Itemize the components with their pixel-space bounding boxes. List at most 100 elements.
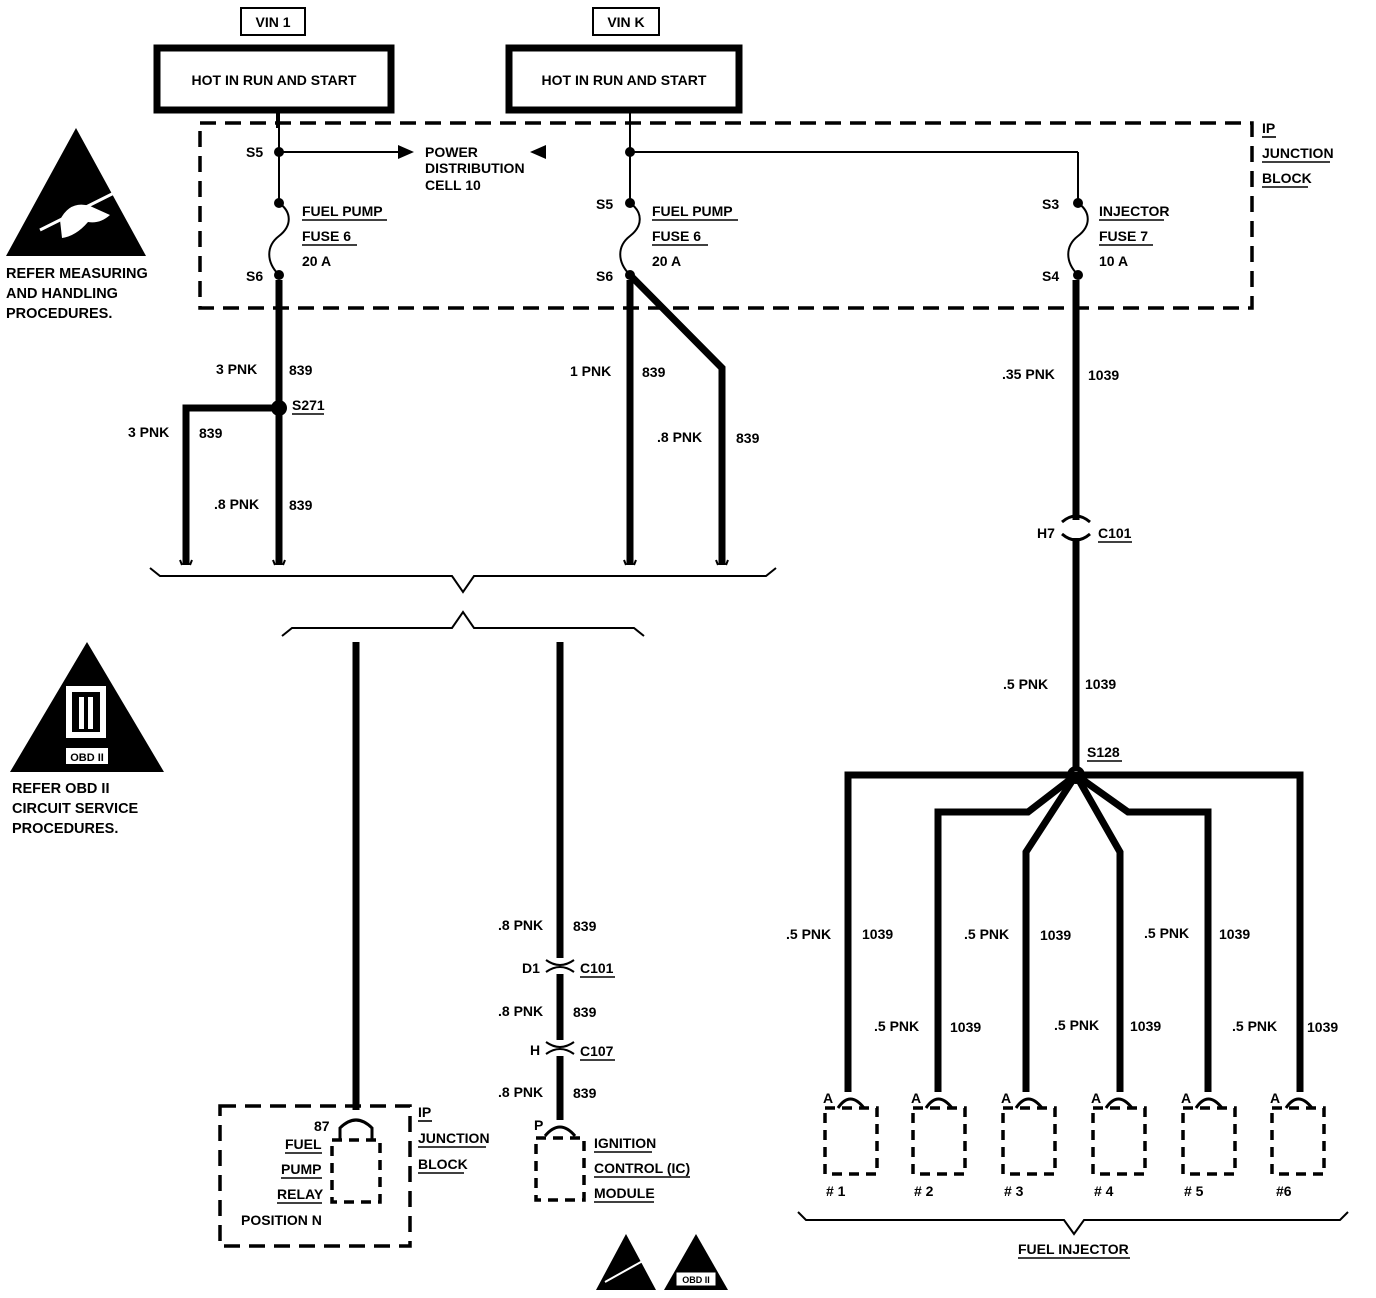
svg-text:RELAY: RELAY [277, 1186, 324, 1202]
svg-text:POSITION N: POSITION N [241, 1212, 322, 1228]
harness-bracket-lower [281, 610, 645, 637]
obd-ii-note: REFER OBD II CIRCUIT SERVICE PROCEDURES. [12, 781, 139, 837]
svg-text:3 PNK: 3 PNK [216, 361, 257, 377]
svg-text:1039: 1039 [950, 1019, 981, 1035]
relay-pin-87: 87 [314, 1118, 330, 1134]
svg-text:# 1: # 1 [826, 1183, 846, 1199]
obd-ii-warning-icon: OBD II [10, 642, 164, 772]
svg-text:# 4: # 4 [1094, 1183, 1114, 1199]
wire-to-icm: .8 PNK 839 D1 C101 .8 PNK 839 H C107 .8 … [498, 642, 615, 1120]
svg-text:A: A [911, 1090, 921, 1106]
svg-text:.8 PNK: .8 PNK [498, 1084, 543, 1100]
fuse-injector: S3 S4 INJECTOR FUSE 7 10 A [1042, 196, 1170, 284]
svg-text:1039: 1039 [862, 926, 893, 942]
wires-middle: 1 PNK 839 .8 PNK 839 [570, 272, 760, 565]
svg-text:IGNITION: IGNITION [594, 1135, 656, 1151]
fuse-fuel-pump-1: S6 FUEL PUMP FUSE 6 20 A [246, 152, 387, 284]
svg-text:FUSE 7: FUSE 7 [1099, 228, 1148, 244]
injector-1: A # 1 [823, 1090, 879, 1199]
source-vin-k: VIN K HOT IN RUN AND START [505, 7, 743, 114]
source-vin-1: VIN 1 HOT IN RUN AND START [153, 7, 395, 114]
svg-text:CIRCUIT SERVICE: CIRCUIT SERVICE [12, 801, 139, 817]
splice-s271: S271 [292, 397, 325, 413]
vin-1-label: VIN 1 [255, 14, 290, 30]
svg-text:D1: D1 [522, 960, 540, 976]
svg-text:JUNCTION: JUNCTION [418, 1130, 490, 1146]
obd-ii-small-icon: OBD II [664, 1234, 728, 1290]
harness-bracket-upper [149, 567, 777, 594]
pin-s5-upper: S5 [246, 144, 263, 160]
svg-text:REFER MEASURING: REFER MEASURING [6, 266, 148, 282]
svg-text:.5 PNK: .5 PNK [786, 926, 831, 942]
svg-text:FUEL PUMP: FUEL PUMP [302, 203, 383, 219]
fuse-fuel-pump-2: S5 S6 FUEL PUMP FUSE 6 20 A [596, 152, 738, 284]
svg-text:.8 PNK: .8 PNK [498, 917, 543, 933]
svg-text:JUNCTION: JUNCTION [1262, 145, 1334, 161]
svg-text:.35 PNK: .35 PNK [1002, 366, 1055, 382]
svg-text:PROCEDURES.: PROCEDURES. [6, 306, 112, 322]
svg-text:.5 PNK: .5 PNK [874, 1018, 919, 1034]
icm-pin-p: P [534, 1117, 543, 1133]
fuse-feeds [274, 110, 1079, 200]
svg-text:.5 PNK: .5 PNK [1232, 1018, 1277, 1034]
hot-in-run-label-2: HOT IN RUN AND START [542, 72, 707, 88]
svg-text:.8 PNK: .8 PNK [657, 429, 702, 445]
svg-text:FUEL PUMP: FUEL PUMP [652, 203, 733, 219]
injector-wire-labels: .5 PNK 1039 .5 PNK 1039 .5 PNK 1039 .5 P… [786, 925, 1338, 1035]
svg-text:.5 PNK: .5 PNK [964, 926, 1009, 942]
svg-text:839: 839 [289, 362, 313, 378]
svg-text:FUEL: FUEL [285, 1136, 322, 1152]
svg-text:A: A [1270, 1090, 1280, 1106]
svg-text:839: 839 [573, 1004, 597, 1020]
injector-5: A # 5 [1181, 1090, 1237, 1199]
svg-text:PROCEDURES.: PROCEDURES. [12, 821, 118, 837]
svg-text:INJECTOR: INJECTOR [1099, 203, 1170, 219]
svg-text:#6: #6 [1276, 1183, 1292, 1199]
svg-text:IP: IP [1262, 120, 1275, 136]
svg-text:3 PNK: 3 PNK [128, 424, 169, 440]
injector-3: A # 3 [1001, 1090, 1057, 1199]
svg-text:C101: C101 [1098, 525, 1132, 541]
svg-text:CONTROL (IC): CONTROL (IC) [594, 1160, 690, 1176]
svg-text:839: 839 [289, 497, 313, 513]
injector-2: A # 2 [911, 1090, 967, 1199]
svg-text:FUEL INJECTOR: FUEL INJECTOR [1018, 1241, 1129, 1257]
pin-s6-mid: S6 [596, 268, 613, 284]
svg-text:A: A [1001, 1090, 1011, 1106]
ip-junction-block-label: IP JUNCTION BLOCK [1262, 120, 1334, 188]
injector-6: A #6 [1270, 1090, 1326, 1199]
hot-in-run-label-1: HOT IN RUN AND START [192, 72, 357, 88]
svg-text:H7: H7 [1037, 525, 1055, 541]
ignition-control-module: P IGNITION CONTROL (IC) MODULE [534, 1117, 690, 1203]
injector-branches [844, 771, 1304, 1092]
svg-text:C107: C107 [580, 1043, 614, 1059]
svg-text:MODULE: MODULE [594, 1185, 655, 1201]
esd-small-icon [596, 1234, 656, 1290]
svg-text:.5 PNK: .5 PNK [1003, 676, 1048, 692]
svg-text:.5 PNK: .5 PNK [1054, 1017, 1099, 1033]
svg-text:839: 839 [642, 364, 666, 380]
svg-text:H: H [530, 1042, 540, 1058]
svg-text:10 A: 10 A [1099, 253, 1128, 269]
svg-text:20 A: 20 A [652, 253, 681, 269]
svg-text:1039: 1039 [1085, 676, 1116, 692]
svg-text:CELL 10: CELL 10 [425, 177, 481, 193]
svg-text:1039: 1039 [1219, 926, 1250, 942]
svg-text:A: A [1181, 1090, 1191, 1106]
svg-text:1039: 1039 [1088, 367, 1119, 383]
esd-note: REFER MEASURING AND HANDLING PROCEDURES. [6, 266, 148, 322]
pin-s4: S4 [1042, 268, 1059, 284]
fuel-injector-group: FUEL INJECTOR [797, 1211, 1349, 1259]
svg-text:A: A [823, 1090, 833, 1106]
wire-injector-feed: .35 PNK 1039 H7 C101 .5 PNK 1039 S128 [1002, 280, 1132, 784]
svg-text:BLOCK: BLOCK [1262, 170, 1312, 186]
svg-text:.8 PNK: .8 PNK [498, 1003, 543, 1019]
pin-s5-mid: S5 [596, 196, 613, 212]
esd-warning-icon [6, 128, 146, 256]
svg-text:REFER OBD II: REFER OBD II [12, 781, 109, 797]
svg-text:1039: 1039 [1040, 927, 1071, 943]
wire-tails [179, 559, 729, 566]
svg-text:IP: IP [418, 1104, 431, 1120]
svg-text:FUSE 6: FUSE 6 [302, 228, 351, 244]
